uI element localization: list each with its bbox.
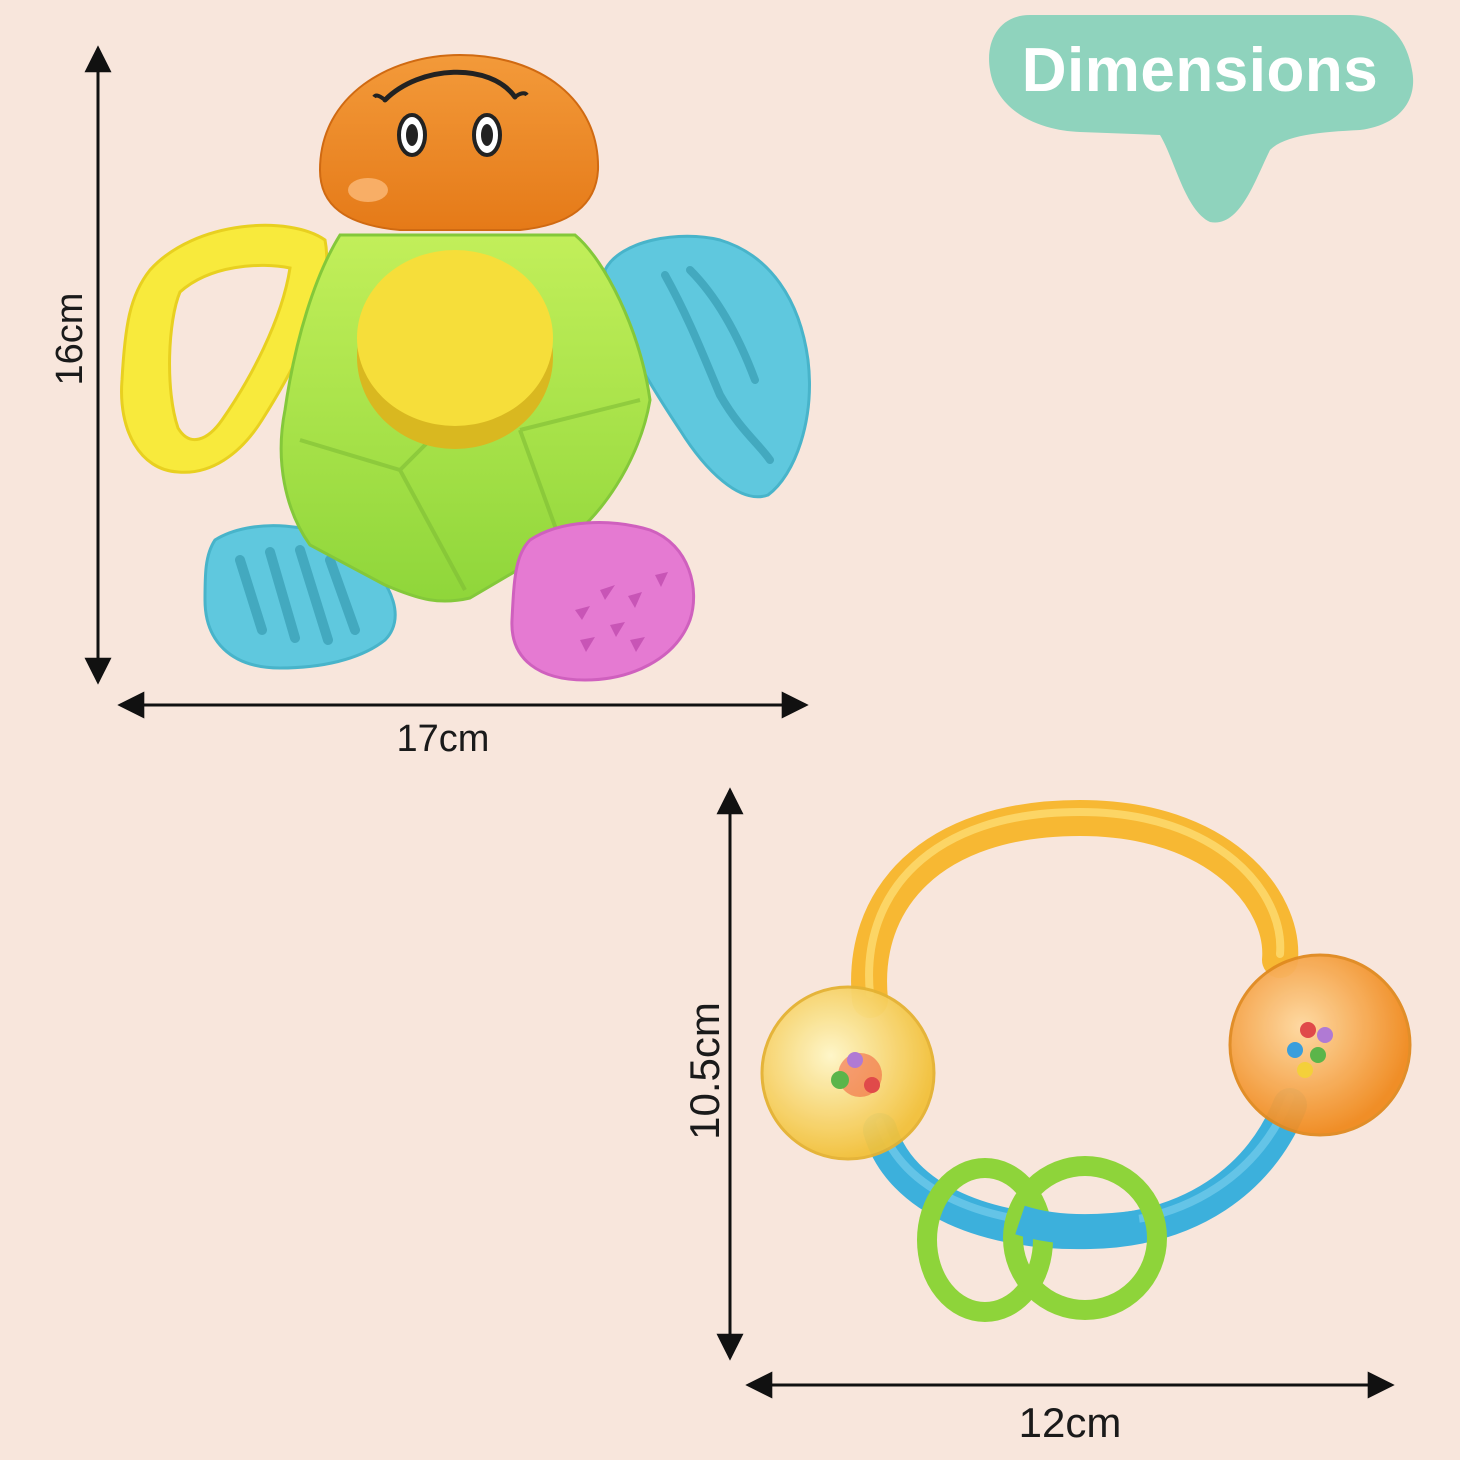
turtle-teether-image bbox=[120, 53, 811, 682]
badge-shape bbox=[989, 15, 1414, 223]
turtle-pink-foot bbox=[510, 521, 696, 682]
badge-title: Dimensions bbox=[1021, 35, 1379, 105]
rattle-ball-right bbox=[1228, 953, 1412, 1137]
turtle-orange-head bbox=[318, 53, 600, 231]
turtle-height-label: 16cm bbox=[49, 292, 91, 386]
rattle-green-ring-right bbox=[1003, 1156, 1167, 1320]
rattle-height-label: 10.5cm bbox=[681, 1002, 728, 1140]
rattle-width-label: 12cm bbox=[1018, 1399, 1122, 1446]
turtle-width-label: 17cm bbox=[396, 718, 490, 760]
turtle-yellow-handle bbox=[120, 223, 329, 474]
turtle-brow bbox=[382, 69, 518, 103]
ring-rattle-image bbox=[760, 799, 1412, 1322]
